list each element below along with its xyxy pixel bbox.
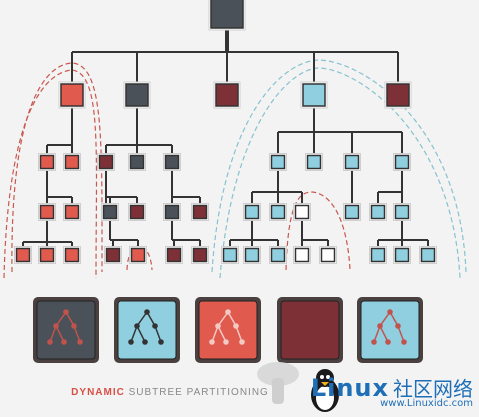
blue-subtree-node: [394, 204, 410, 220]
arc-red-left-2: [3, 69, 98, 279]
caption-rest: SUBTREE PARTITIONING: [128, 387, 269, 398]
dark-subtree-node: [105, 247, 121, 263]
arc-red-small: [126, 245, 153, 271]
blue-subtree-node: [344, 204, 360, 220]
blue-subtree-node: [394, 154, 410, 170]
arc-red-mid: [285, 191, 351, 271]
red-subtree-node: [39, 154, 55, 170]
blue-subtree-node: [270, 154, 286, 170]
root-node: [210, 0, 244, 29]
dark-subtree-node: [164, 154, 180, 170]
node-l1-dark: [125, 83, 149, 107]
dark-subtree-node: [164, 204, 180, 220]
dark-subtree-node: [166, 247, 182, 263]
red-subtree-node: [39, 204, 55, 220]
red-subtree-node: [64, 154, 80, 170]
blue-subtree-node: [222, 247, 238, 263]
dark-subtree-node: [98, 154, 114, 170]
dark-subtree-node: [130, 247, 146, 263]
arc-blue-large-2: [219, 67, 461, 279]
white-subtree-node: [294, 247, 310, 263]
blue-subtree-node: [270, 247, 286, 263]
blue-subtree-node: [370, 204, 386, 220]
blue-subtree-node: [306, 154, 322, 170]
diagram-caption: DYNAMIC SUBTREE PARTITIONING: [0, 387, 340, 398]
dark-subtree-node: [192, 204, 208, 220]
partition-maroon: [280, 300, 340, 360]
red-subtree-node: [64, 247, 80, 263]
dark-subtree-node: [129, 204, 145, 220]
node-l1-red: [60, 83, 84, 107]
blue-subtree-node: [270, 204, 286, 220]
blue-subtree-node: [394, 247, 410, 263]
node-l1-blue: [302, 83, 326, 107]
watermark-brand: Linux: [310, 374, 389, 402]
white-subtree-node: [294, 204, 310, 220]
white-subtree-node: [320, 247, 336, 263]
caption-highlight: DYNAMIC: [71, 387, 125, 398]
red-subtree-node: [15, 247, 31, 263]
blue-subtree-node: [244, 204, 260, 220]
arc-red-left: [11, 62, 103, 273]
node-l1-maroon-right: [386, 83, 410, 107]
blue-subtree-node: [244, 247, 260, 263]
blue-subtree-node: [420, 247, 436, 263]
node-l1-maroon: [215, 83, 239, 107]
arc-blue-large: [211, 59, 467, 273]
dark-subtree-node: [192, 247, 208, 263]
dark-subtree-node: [102, 204, 118, 220]
watermark-cn: 社区网络: [393, 377, 473, 401]
red-subtree-node: [39, 247, 55, 263]
penguin-logo-icon: [311, 369, 339, 412]
mushroom-logo-icon: [257, 362, 299, 404]
watermark-url: www.Linuxidc.com: [380, 398, 473, 409]
blue-subtree-node: [344, 154, 360, 170]
red-subtree-node: [64, 204, 80, 220]
dark-subtree-node: [129, 154, 145, 170]
blue-subtree-node: [370, 247, 386, 263]
